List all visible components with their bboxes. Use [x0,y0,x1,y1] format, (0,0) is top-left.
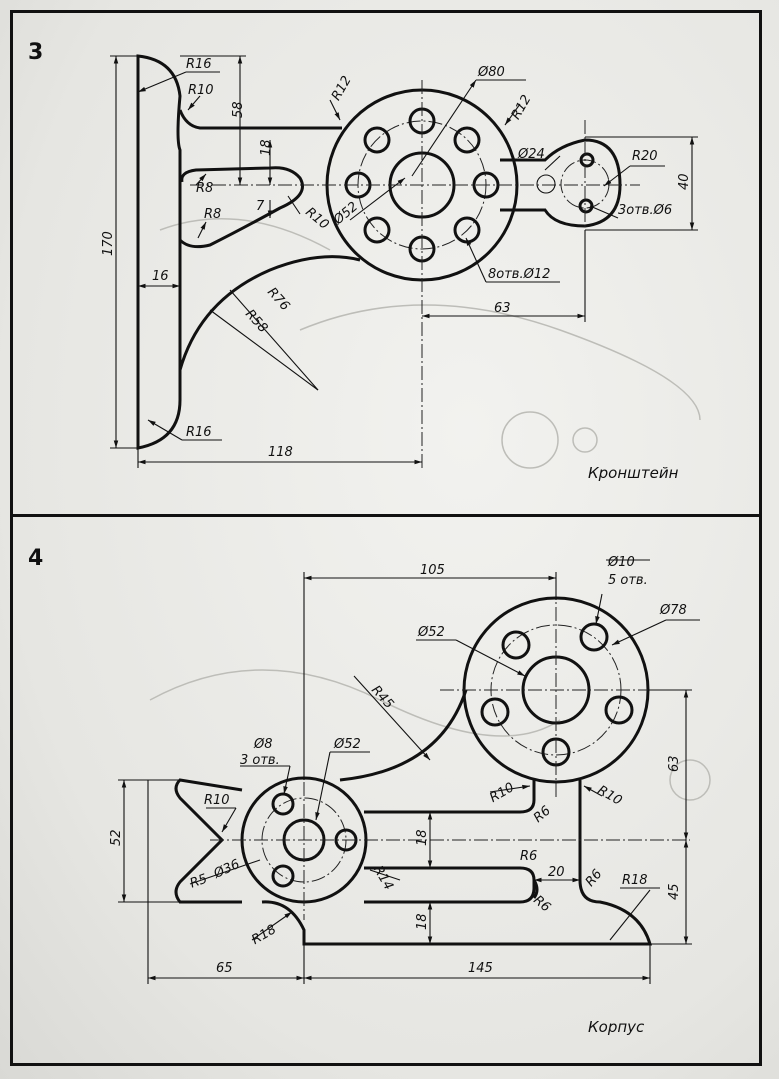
drawing-3-frame [10,10,762,517]
dim-dia52-small: Ø52 [333,737,361,752]
dim-dia24: Ø24 [517,147,545,162]
dim-dia8: Ø8 [253,737,273,752]
dim-63: 63 [667,755,682,772]
dim-dia80: Ø80 [477,65,505,80]
dim-r6-d: R6 [583,867,606,890]
bracket-drawing: R16 R10 58 R12 Ø80 R12 Ø24 R20 18 R8 7 R… [101,54,698,482]
dim-145: 145 [468,961,493,976]
dim-52: 52 [109,829,124,846]
drawing-3-number: 3 [28,40,44,65]
dim-18-b: 18 [415,913,430,930]
housing-drawing: 105 Ø10 5 отв. Ø78 Ø52 R45 Ø8 3 отв. Ø52… [109,555,700,1036]
curved-web [178,255,361,371]
top-arm [178,109,342,130]
dim-65: 65 [216,961,233,976]
dim-45: 45 [667,883,682,900]
base-plate-outline [136,54,182,450]
dim-r8-a: R8 [196,181,213,196]
dim-18-a: 18 [415,829,430,846]
dim-r20: R20 [632,149,658,164]
dim-dia10: Ø10 [607,555,635,570]
dim-40: 40 [677,173,692,190]
dim-r18-left: R18 [249,922,279,948]
dim-holes5: 5 отв. [608,573,648,588]
dim-dia52-top: Ø52 [417,625,445,640]
dim-r76: R76 [264,285,292,314]
dim-r10-left: R10 [204,793,230,808]
lug-boss [536,174,556,194]
dim-r8-b: R8 [204,207,221,222]
dim-r5: R5 [188,872,209,892]
dim-16: 16 [152,269,169,284]
dim-105: 105 [420,563,445,578]
dim-r10-mid: R10 [302,205,331,233]
dim-r10-mid: R10 [487,780,517,806]
dim-r10-right: R10 [595,783,625,809]
dim-20: 20 [548,865,565,880]
dim-dia78: Ø78 [659,603,687,618]
dim-holes3: 3отв.Ø6 [618,203,672,218]
dim-58: 58 [231,101,246,118]
dim-holes8: 8отв.Ø12 [488,267,550,282]
ghost-lines [149,218,711,801]
large-flange-holes [480,622,634,767]
dim-r18-right: R18 [622,873,648,888]
dim-63: 63 [494,301,511,316]
dim-118: 118 [268,445,293,460]
dim-r6-a: R6 [531,803,554,826]
middle-rib [178,166,304,249]
dim-7: 7 [256,199,265,214]
dim-r45: R45 [368,683,396,712]
dim-18: 18 [259,139,274,156]
dim-r16-top: R16 [186,57,212,72]
dim-r10-top: R10 [188,83,214,98]
drawing-4-frame [10,517,762,1066]
drawing-4-title: Корпус [588,1018,645,1036]
drawing-3-title: Кронштейн [588,464,679,482]
dim-r16-bottom: R16 [186,425,212,440]
dim-r6-b: R6 [520,849,537,864]
dim-r12-left: R12 [329,74,355,104]
drawing-4-number: 4 [28,546,44,571]
dim-170: 170 [101,231,116,256]
dim-holes3: 3 отв. [240,753,280,768]
dim-dia36: Ø36 [211,857,243,882]
dim-r12-right: R12 [509,93,535,123]
